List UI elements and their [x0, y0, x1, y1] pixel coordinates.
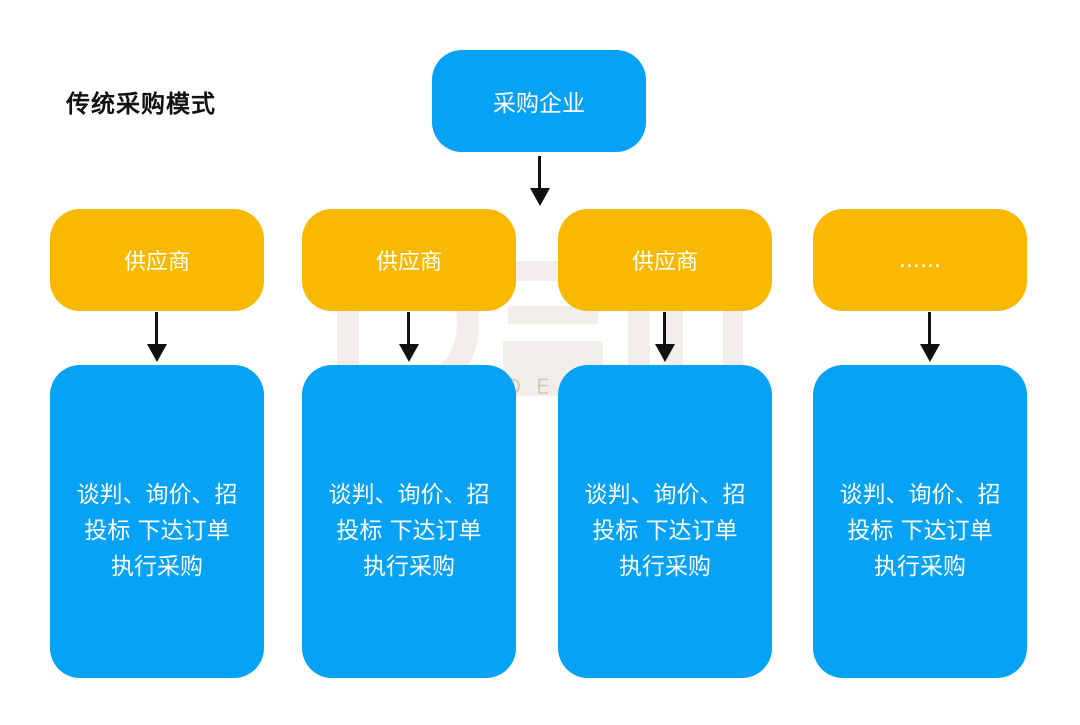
diagram-title: 传统采购模式 [66, 90, 216, 118]
process-line: 谈判、询价、招 [839, 481, 1001, 508]
arrow-down-icon [399, 312, 419, 364]
arrow-down-icon [920, 312, 940, 364]
process-line: 谈判、询价、招 [584, 481, 746, 508]
supplier-node-2: 供应商 [302, 209, 516, 311]
process-line: 谈判、询价、招 [328, 481, 490, 508]
supplier-node-4: ...... [813, 209, 1027, 311]
process-line: 执行采购 [363, 553, 455, 580]
process-line: 投标 下达订单 [847, 517, 993, 544]
process-line: 投标 下达订单 [336, 517, 482, 544]
arrow-down-icon [655, 312, 675, 364]
purchasing-company-node: 采购企业 [432, 50, 646, 152]
process-node-2: 谈判、询价、招 投标 下达订单 执行采购 [302, 365, 516, 678]
process-line: 执行采购 [619, 553, 711, 580]
arrow-down-icon [530, 156, 550, 208]
process-line: 投标 下达订单 [592, 517, 738, 544]
process-line: 谈判、询价、招 [76, 481, 238, 508]
process-line: 执行采购 [111, 553, 203, 580]
process-line: 执行采购 [874, 553, 966, 580]
process-node-1: 谈判、询价、招 投标 下达订单 执行采购 [50, 365, 264, 678]
supplier-node-3: 供应商 [558, 209, 772, 311]
supplier-node-1: 供应商 [50, 209, 264, 311]
arrow-down-icon [147, 312, 167, 364]
process-node-3: 谈判、询价、招 投标 下达订单 执行采购 [558, 365, 772, 678]
process-node-4: 谈判、询价、招 投标 下达订单 执行采购 [813, 365, 1027, 678]
process-line: 投标 下达订单 [84, 517, 230, 544]
